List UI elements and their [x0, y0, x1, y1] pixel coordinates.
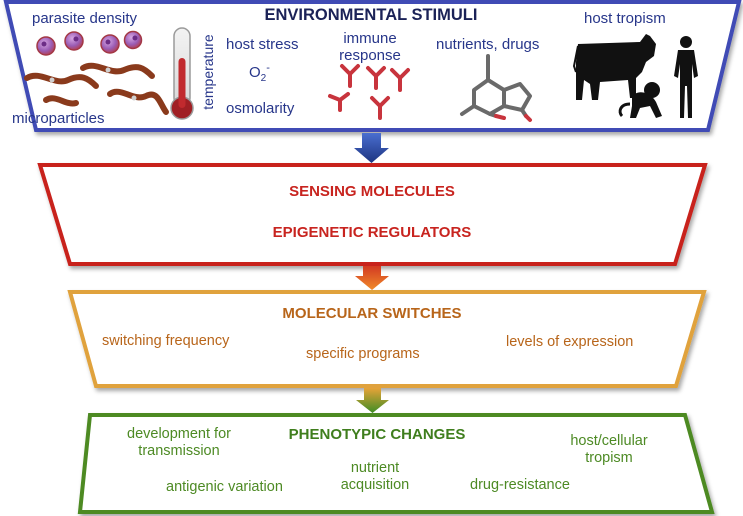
osmolarity-label: osmolarity: [226, 100, 295, 117]
sensing-box: [37, 163, 708, 266]
antigenic-variation-label: antigenic variation: [166, 479, 283, 495]
switch-item-levels-of-expression: levels of expression: [506, 334, 634, 350]
parasite-density-label: parasite density: [32, 10, 138, 27]
immune-response-label-line1: immune: [343, 30, 397, 47]
host-cellular-tropism-label-line1: host/cellular: [570, 433, 648, 449]
arrow-sensing-to-switches: [355, 266, 389, 290]
arrow-stimuli-to-sensing: [354, 133, 389, 163]
trypanosome-icon: [24, 62, 169, 115]
host-tropism-label: host tropism: [584, 10, 666, 27]
immune-response-label-line2: response: [339, 47, 401, 64]
molecule-oxygen-icon: [494, 114, 532, 122]
antibody-icon: [328, 64, 410, 120]
nutrient-acquisition-label-line1: nutrient: [350, 460, 400, 476]
nutrient-acquisition-label-line2: acquisition: [340, 477, 410, 493]
switch-item-switching-frequency: switching frequency: [102, 333, 230, 349]
stimuli-title: ENVIRONMENTAL STIMULI: [264, 6, 478, 24]
switches-box: [67, 290, 707, 388]
nutrients-drugs-label: nutrients, drugs: [436, 36, 540, 53]
phenotypic-box: [77, 413, 715, 514]
cow-icon: [572, 34, 656, 100]
switch-item-specific-programs: specific programs: [306, 346, 420, 362]
o2-label: O2-: [249, 62, 270, 85]
o2-subscript: 2: [260, 73, 267, 84]
drug-resistance-label: drug-resistance: [470, 477, 570, 493]
epigenetic-regulators-label: EPIGENETIC REGULATORS: [272, 224, 472, 241]
development-label-line1: development for: [127, 426, 231, 442]
host-cellular-tropism-label-line2: tropism: [585, 450, 633, 466]
arrow-switches-to-phenotypic: [356, 388, 389, 413]
temperature-label: temperature: [199, 34, 216, 110]
host-stress-label: host stress: [226, 36, 299, 53]
sensing-molecules-label: SENSING MOLECULES: [289, 183, 455, 200]
thermometer-icon: [170, 27, 194, 120]
microparticles-label: microparticles: [12, 110, 105, 127]
molecule-icon: [460, 54, 532, 118]
o2-base: O: [249, 64, 261, 81]
switches-title: MOLECULAR SWITCHES: [282, 305, 462, 322]
o2-superscript: -: [266, 62, 270, 74]
phenotypic-title: PHENOTYPIC CHANGES: [288, 426, 466, 443]
parasite-cells-icon: [36, 30, 143, 56]
trypanosome-nucleus-icon: [49, 67, 137, 101]
development-label-line2: transmission: [138, 443, 220, 459]
monkey-icon: [618, 82, 662, 118]
human-icon: [674, 36, 698, 118]
